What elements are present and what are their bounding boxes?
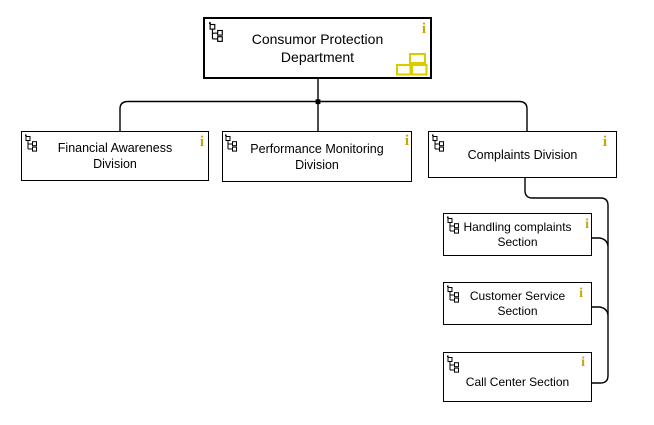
node-label-line: Customer Service xyxy=(469,288,566,303)
info-icon[interactable]: i xyxy=(581,355,585,370)
node-label-line: Consumor Protection xyxy=(251,31,384,47)
info-icon[interactable]: i xyxy=(602,134,607,150)
org-unit-icon xyxy=(225,134,237,152)
org-unit-icon xyxy=(25,134,37,152)
node-label-line: Handling complaints xyxy=(463,219,572,234)
org-node-call-center-section[interactable]: i Call Center Section xyxy=(443,352,592,402)
connector-junction-dot xyxy=(315,99,321,105)
node-label-line: Department xyxy=(280,49,355,65)
assignment-org-chart-icon[interactable] xyxy=(396,53,428,76)
org-unit-icon xyxy=(447,355,459,373)
org-node-complaints-division[interactable]: i Complaints Division xyxy=(428,131,617,178)
org-node-consumor-protection-department[interactable]: i Consumor Protection Department xyxy=(203,17,432,79)
org-node-customer-service-section[interactable]: i Customer Service Section xyxy=(443,282,592,325)
org-unit-icon xyxy=(432,134,444,152)
node-label-line: Section xyxy=(497,303,538,318)
info-icon[interactable]: i xyxy=(404,133,409,149)
node-label-line: Call Center Section xyxy=(465,375,570,389)
node-label-line: Financial Awareness xyxy=(57,141,173,155)
org-node-financial-awareness-division[interactable]: i Financial Awareness Division xyxy=(21,131,209,181)
info-icon[interactable]: i xyxy=(199,134,204,150)
node-label-line: Section xyxy=(497,234,538,249)
node-label-line: Performance Monitoring xyxy=(250,141,384,156)
org-unit-icon xyxy=(447,216,459,234)
node-label-line: Division xyxy=(93,157,137,171)
node-label-line: Complaints Division xyxy=(467,147,578,162)
org-unit-icon xyxy=(209,22,223,42)
info-icon[interactable]: i xyxy=(421,21,426,37)
org-unit-icon xyxy=(447,285,459,303)
connector-divisions-rail xyxy=(119,100,528,131)
node-label-line: Division xyxy=(295,157,339,172)
org-node-handling-complaints-section[interactable]: i Handling complaints Section xyxy=(443,213,592,256)
org-node-performance-monitoring-division[interactable]: i Performance Monitoring Division xyxy=(222,131,412,182)
info-icon[interactable]: i xyxy=(579,286,583,301)
info-icon[interactable]: i xyxy=(585,217,589,232)
connector-stub-handling xyxy=(592,237,609,247)
connector-stub-customer xyxy=(592,306,609,316)
